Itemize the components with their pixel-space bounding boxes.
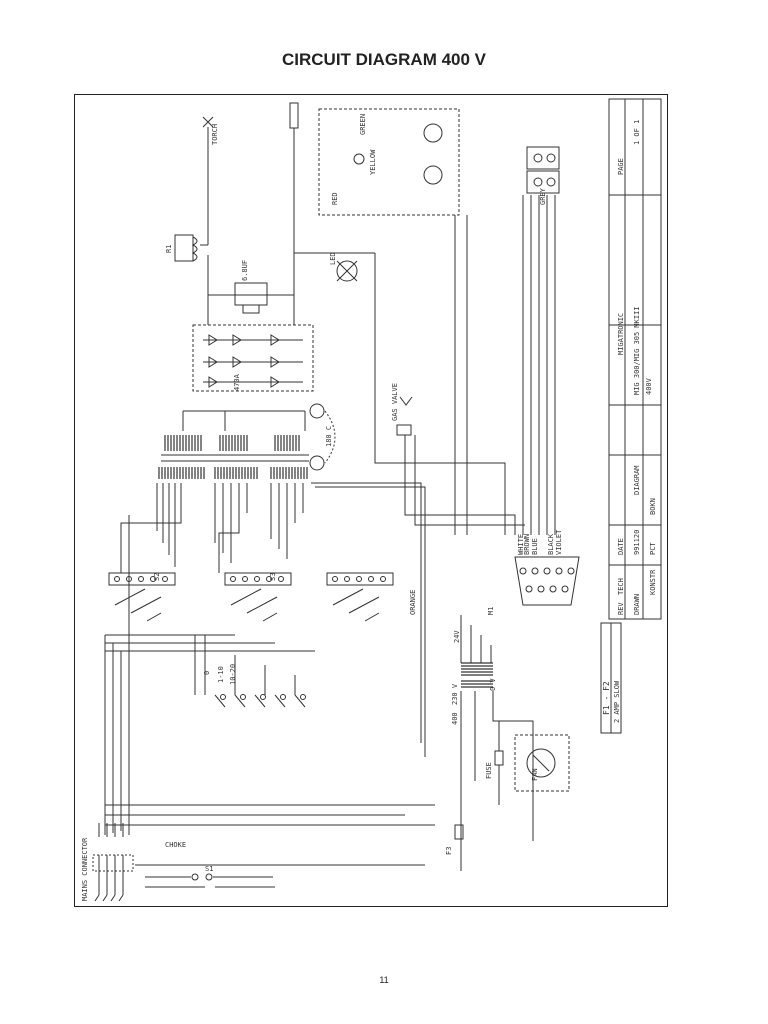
switch-s2-label: S2: [153, 573, 161, 581]
title-block: [608, 98, 662, 620]
thermal-label: 180 C: [325, 426, 333, 447]
rev-label: REV: [617, 602, 625, 615]
page-value: 1 OF 1: [633, 120, 641, 145]
circuit-diagram: MIGATRONIC MIG 300/MIG 305 MKIII DIAGRAM…: [81, 98, 662, 902]
model-name: MIG 300/MIG 305 MKIII: [633, 306, 641, 395]
wire-black-label: BLACK: [547, 533, 555, 555]
wire-red-label: RED: [331, 192, 339, 205]
fuse-box-label-top: F1 - F2: [602, 681, 611, 715]
m1-label: M1: [487, 607, 495, 615]
rectifier-label: 470A: [233, 373, 241, 391]
wire-brown-label: BROWN: [523, 534, 531, 555]
transformer-24v-label: 24V: [453, 630, 461, 643]
voltage-rating: 400V: [645, 377, 653, 395]
page-number: 11: [379, 975, 389, 985]
rectifier-box: [192, 324, 314, 392]
resistor-r1-label: R1: [165, 245, 173, 253]
diagram-frame: MIGATRONIC MIG 300/MIG 305 MKIII DIAGRAM…: [74, 94, 668, 907]
drawn-by-label: DRAWN: [633, 594, 641, 615]
drawn-by-value: BOKN: [649, 498, 657, 515]
switch-s1-label: S1: [205, 865, 213, 873]
konstr-label: KONSTR: [649, 569, 657, 595]
range-10-20-label: 10-20: [229, 664, 237, 685]
fan-label: FAN: [531, 768, 539, 781]
date-label: DATE: [617, 538, 625, 555]
switch-s3-label: S3: [269, 573, 277, 581]
wire-grey-label: GREY: [539, 187, 547, 205]
tech-label: TECH: [617, 578, 625, 595]
range-1-10-label: 1-10: [217, 666, 225, 683]
wire-white-label: WHITE: [517, 534, 525, 555]
voltage-400-label: 400: [451, 712, 459, 725]
fan-box: [514, 734, 570, 792]
page-title: CIRCUIT DIAGRAM 400 V: [281, 50, 487, 69]
fuse-f3-label: F3: [445, 847, 453, 855]
range-0-label: 0: [203, 671, 211, 675]
lamp-label: LED: [329, 252, 337, 265]
drawing-title: DIAGRAM: [633, 465, 641, 495]
wire-orange-label: ORANGE: [409, 590, 417, 615]
mains-connector-label: MAINS CONNECTOR: [81, 837, 89, 901]
choke-label: CHOKE: [165, 841, 186, 849]
voltage-230-label: 230 V: [451, 683, 459, 705]
wire-blue-label: BLUE: [531, 538, 539, 555]
company-name: MIGATRONIC: [617, 313, 625, 355]
voltage-0-label: 0 V: [489, 678, 497, 691]
fuse-box-label-bottom: 2 AMP SLOW: [613, 680, 621, 723]
gas-valve-label: GAS VALVE: [391, 383, 399, 421]
wire-green-label: GREEN: [359, 114, 367, 135]
date-value: 991120: [633, 530, 641, 555]
fuse-label: FUSE: [485, 762, 493, 779]
db9-connector: [514, 556, 580, 606]
capacitor-label: 6.8UF: [241, 260, 249, 281]
wire-violet-label: VIOLET: [555, 529, 563, 555]
page-label: PAGE: [617, 158, 625, 175]
konstr-value: PCT: [649, 542, 657, 555]
torch-label: TORCH: [211, 124, 219, 145]
wire-yellow-label: YELLOW: [369, 149, 377, 175]
